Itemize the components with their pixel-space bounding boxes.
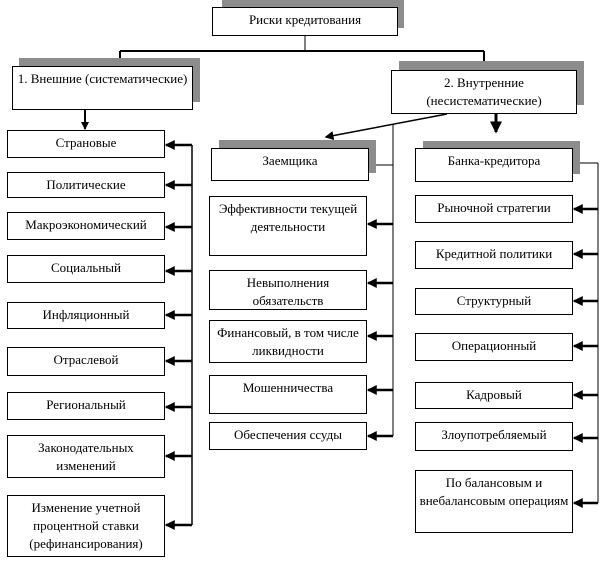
external-risk-item: Законодательных изменений (7, 435, 165, 478)
bank-box: Банка-кредитора (415, 148, 573, 182)
bank-risk-item: Операционный (415, 333, 573, 361)
bank-risk-item: Рыночной стратегии (415, 195, 573, 223)
external-risk-item: Региональный (7, 392, 165, 420)
bank-risk-item: По балансовым и внебалансовым операциям (415, 470, 573, 533)
borrower-risk-item: Обеспечения ссуды (209, 422, 367, 450)
internal-risks-box: 2. Внутренние (несистематические) (391, 70, 577, 114)
external-risk-item: Макроэкономический (7, 212, 165, 240)
bank-risk-item: Кадровый (415, 382, 573, 409)
bank-risk-item: Злоупотребляемый (415, 422, 573, 451)
bank-risk-item: Кредитной политики (415, 241, 573, 269)
borrower-box: Заемщика (211, 148, 369, 181)
external-risk-item: Инфляционный (7, 302, 165, 329)
external-risk-item: Политические (7, 172, 165, 198)
borrower-risk-item: Эффективности текущей деятельности (209, 196, 367, 256)
borrower-risk-item: Финансовый, в том числе ликвидности (209, 320, 367, 363)
external-risk-item: Изменение учетной процентной ставки (реф… (7, 495, 165, 557)
root-box: Риски кредитования (212, 7, 398, 36)
external-risk-item: Отраслевой (7, 347, 165, 376)
external-risks-box: 1. Внешние (систематические) (12, 66, 193, 110)
external-risk-item: Страновые (7, 130, 165, 158)
bank-risk-item: Структурный (415, 288, 573, 315)
external-risk-item: Социальный (7, 255, 165, 283)
borrower-risk-item: Невыполнения обязательств (209, 270, 367, 310)
borrower-risk-item: Мошенничества (209, 375, 367, 414)
